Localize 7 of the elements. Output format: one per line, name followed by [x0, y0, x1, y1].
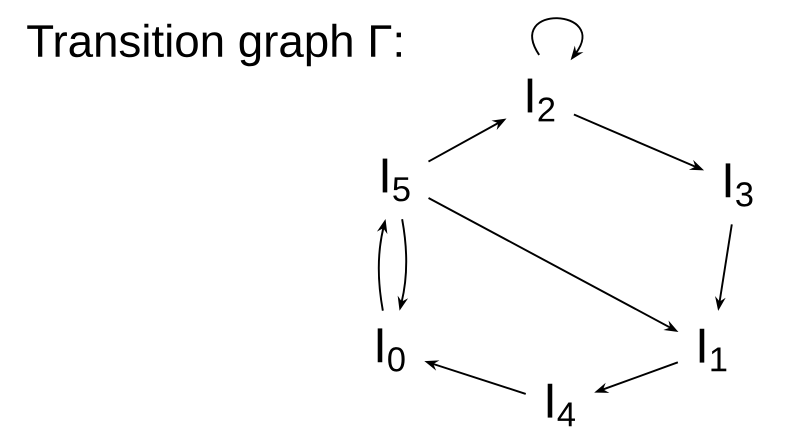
state-label: I$_{4}$: [548, 384, 575, 426]
state-label: I$_{1}$: [700, 328, 726, 372]
state-label: I$_{0}$: [378, 328, 405, 372]
state-label: I$_{5}$: [382, 158, 410, 202]
state-label: I$_{3}$: [726, 163, 752, 207]
title: Transition graph Γ:: [27, 24, 401, 66]
state-label: I$_{2}$: [528, 78, 554, 122]
